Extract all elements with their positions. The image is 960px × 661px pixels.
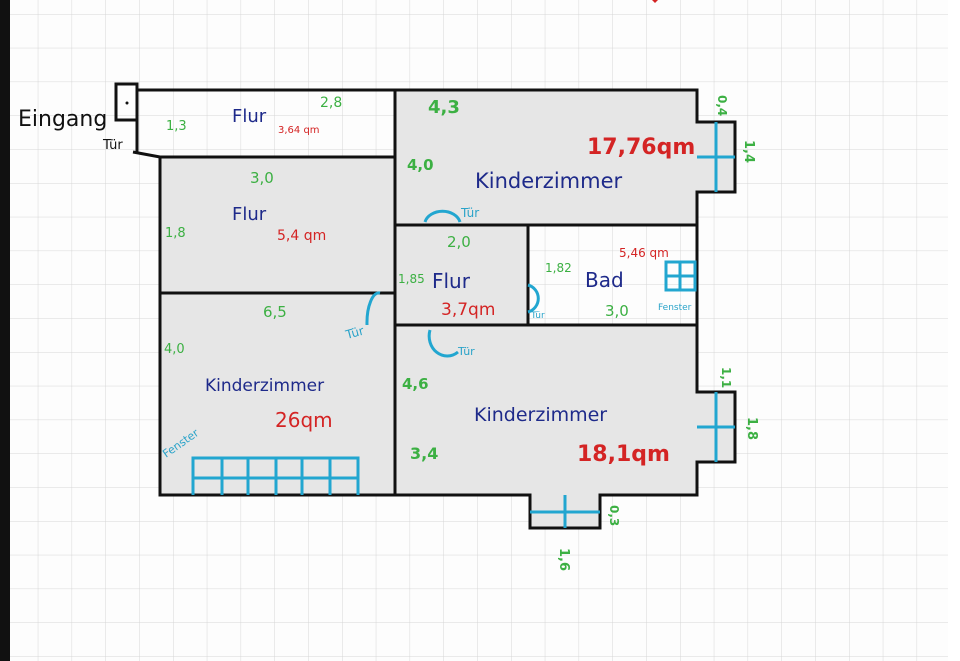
kinderzimmer3-width: 3,4 — [410, 444, 438, 463]
bad-width: 3,0 — [605, 302, 629, 320]
bad-window-label: Fenster — [658, 303, 692, 313]
left-edge — [0, 0, 10, 661]
flur2-name: Flur — [232, 204, 267, 225]
flur1-area: 3,64 qm — [278, 125, 320, 136]
room-fill-flur3 — [395, 225, 528, 325]
kinderzimmer2-width: 4,3 — [428, 97, 460, 118]
kinderzimmer3-door-label: Tür — [457, 345, 475, 358]
kinderzimmer2-area: 17,76qm — [587, 135, 695, 160]
windows — [191, 122, 735, 528]
bad-name: Bad — [585, 268, 624, 292]
bad-area: 5,46 qm — [619, 246, 669, 260]
flur3-height: 1,85 — [398, 272, 425, 286]
flur2-area: 5,4 qm — [277, 228, 326, 244]
kinderzimmer2-name: Kinderzimmer — [475, 169, 622, 193]
kinderzimmer2-bay-width: 1,4 — [741, 140, 756, 163]
kinderzimmer3-bay-width: 1,8 — [744, 417, 759, 440]
kinderzimmer1-name: Kinderzimmer — [205, 376, 324, 396]
flur1-height: 1,3 — [166, 119, 187, 134]
kinderzimmer2-bay-depth: 0,4 — [715, 95, 729, 116]
room-fill-kinderzimmer-top — [395, 90, 735, 225]
entrance-label: Eingang — [18, 107, 107, 132]
kinderzimmer3-area: 18,1qm — [577, 442, 670, 467]
kinderzimmer3-height: 4,6 — [402, 375, 429, 393]
kinderzimmer1-height: 4,0 — [164, 342, 185, 357]
kinderzimmer3-bottom-bay-depth: 0,3 — [607, 505, 621, 526]
flur2-width: 3,0 — [250, 169, 274, 187]
room-fill-left — [160, 157, 395, 495]
flur3-area: 3,7qm — [441, 300, 495, 320]
red-mark — [652, 0, 658, 3]
kinderzimmer1-area: 26qm — [275, 408, 333, 432]
bad-height: 1,82 — [545, 261, 572, 275]
kinderzimmer1-door-label: Tür — [343, 324, 365, 343]
walls — [114, 82, 737, 530]
flur3-width: 2,0 — [447, 233, 471, 251]
kinderzimmer3-bottom-bay-width: 1,6 — [556, 548, 571, 571]
flur2-height: 1,8 — [165, 226, 186, 241]
flur1-name: Flur — [232, 106, 267, 127]
kinderzimmer2-door-label: Tür — [460, 206, 479, 220]
right-margin — [948, 0, 960, 661]
entrance-door-label: Tür — [102, 138, 123, 153]
kinderzimmer3-name: Kinderzimmer — [474, 404, 607, 426]
kinderzimmer3-bay-depth: 1,1 — [719, 367, 733, 388]
kinderzimmer2-height: 4,0 — [407, 156, 434, 174]
flur3-name: Flur — [432, 269, 471, 293]
kinderzimmer1-width: 6,5 — [263, 303, 287, 321]
room-fill-kinderzimmer-bottom — [395, 325, 735, 528]
bad-door-label: Tür — [530, 311, 545, 321]
flur1-width: 2,8 — [320, 95, 342, 111]
